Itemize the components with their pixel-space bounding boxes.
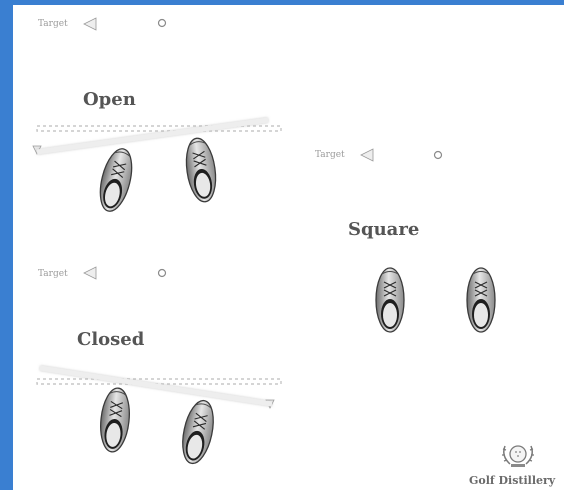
closed-target-label: Target [38,269,68,279]
square-stance-group: Target Square [310,149,557,332]
closed-stance-arrow-icon [84,267,96,279]
open-target-label: Target [38,19,68,29]
open-stance-group: Target Open [33,18,281,214]
closed-stance-group: Target Closed [37,267,281,466]
closed-title: Closed [77,329,145,350]
open-left-shoe-icon [95,146,138,215]
open-stance-pivot-dot [159,20,166,27]
square-right-shoe-icon [467,268,495,332]
closed-stance-pivot-dot [159,270,166,277]
closed-left-shoe-icon [98,387,133,454]
open-stance-arrow-icon [84,18,96,30]
closed-right-shoe-icon [178,398,219,466]
open-title: Open [83,89,136,110]
brand-name: Golf Distillery [469,474,556,487]
golf-ball-laurel-icon [502,446,534,467]
open-stance-foot-line [37,120,268,152]
square-stance-pivot-dot [435,152,442,159]
square-title: Square [348,219,419,240]
square-stance-arrow-icon [361,149,373,161]
square-left-shoe-icon [376,268,404,332]
open-right-shoe-icon [183,136,220,203]
closed-stance-foot-line [40,368,272,404]
square-target-label: Target [315,150,345,160]
